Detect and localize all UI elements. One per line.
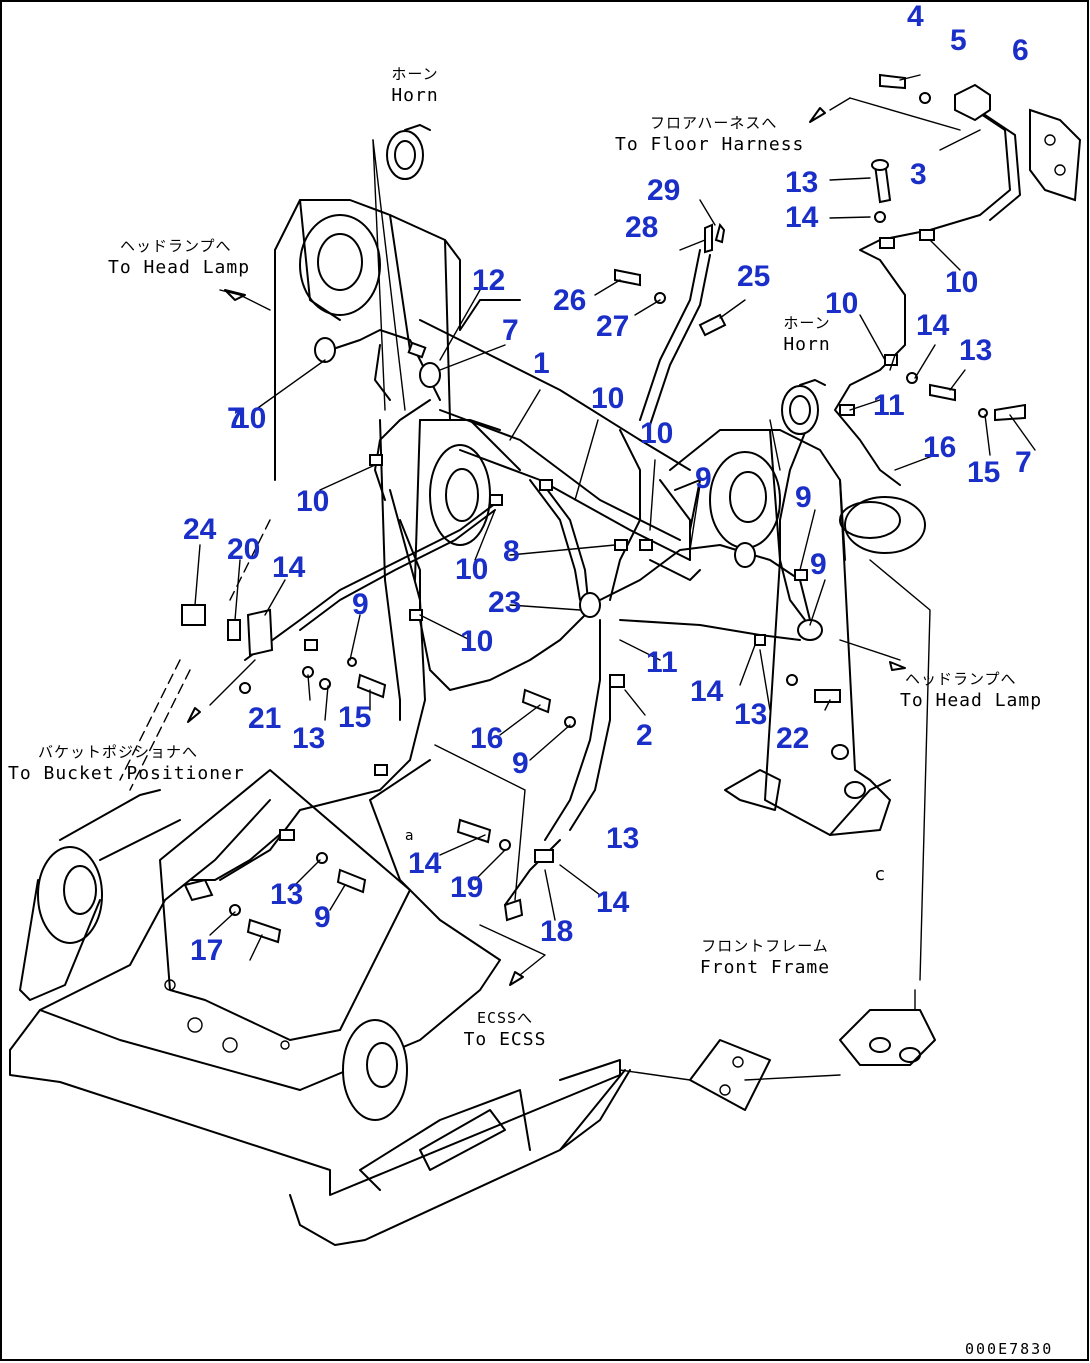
part-number-label: 10 <box>825 287 859 320</box>
part-number-label: 14 <box>272 551 306 584</box>
part-number-label: 15 <box>967 456 1001 489</box>
part-number-label: 14 <box>690 675 724 708</box>
part-number-label: 16 <box>470 722 504 755</box>
part-number-label: 25 <box>737 260 771 293</box>
horn-right-jp: ホーン <box>783 314 831 332</box>
part-number-label: 9 <box>795 481 812 514</box>
svg-text:a: a <box>405 828 414 844</box>
ecss-en: To ECSS <box>463 1029 547 1050</box>
dashed-lines <box>119 519 271 791</box>
floor-harness-en: To Floor Harness <box>615 134 805 155</box>
part-number-label: 13 <box>292 722 326 755</box>
part-number-label: 18 <box>540 915 574 948</box>
horn-left-jp: ホーン <box>391 65 439 83</box>
floor-harness-jp: フロアハーネスへ <box>650 114 778 132</box>
part-number-label: 16 <box>923 431 957 464</box>
clamps <box>181 73 1082 944</box>
part-number-label: 24 <box>183 513 217 546</box>
part-number-label: 20 <box>227 533 261 566</box>
part-number-label: 10 <box>460 625 494 658</box>
part-number-label: 22 <box>776 722 810 755</box>
horn-right-en: Horn <box>783 334 831 355</box>
part-number-label: 7 <box>502 314 519 347</box>
part-number-label: 14 <box>916 309 950 342</box>
part-number-label: 5 <box>950 24 967 57</box>
part-number-label: 9 <box>512 747 529 780</box>
part-number-label: 23 <box>488 586 522 619</box>
part-number-label: 9 <box>352 588 369 621</box>
horn-left-en: Horn <box>391 85 439 106</box>
part-number-label: 10 <box>591 382 625 415</box>
svg-text:c: c <box>875 864 885 885</box>
part-number-label: 10 <box>945 266 979 299</box>
direction-arrows <box>187 107 906 986</box>
part-number-label: 10 <box>455 553 489 586</box>
part-number-label: 14 <box>785 201 819 234</box>
leader-lines <box>194 74 1036 976</box>
front-frame <box>9 559 936 1246</box>
part-number-label: 10 <box>296 485 330 518</box>
part-number-label: 15 <box>338 701 372 734</box>
bucket-positioner-jp: バケットポジショナへ <box>38 743 199 761</box>
part-number-label: 10 <box>233 402 267 435</box>
part-number-label: 12 <box>472 264 506 297</box>
front-frame-en: Front Frame <box>699 957 831 978</box>
part-number-label: 3 <box>910 158 927 191</box>
head-lamp-left-en: To Head Lamp <box>108 257 251 278</box>
right-tower <box>649 429 926 836</box>
part-number-label: 7 <box>227 402 244 435</box>
front-frame-jp: フロントフレーム <box>701 937 829 955</box>
part-number-label: 7 <box>1015 446 1032 479</box>
part-number-label: 26 <box>553 284 587 317</box>
part-number-label: 21 <box>248 702 282 735</box>
part-number-label: 28 <box>625 211 659 244</box>
part-number-label: 14 <box>596 886 630 919</box>
part-number-label: 14 <box>408 847 442 880</box>
part-number-label: 27 <box>596 310 630 343</box>
part-number-label: 11 <box>646 646 678 679</box>
part-number-label: 9 <box>695 462 712 495</box>
part-number-label: 9 <box>810 548 827 581</box>
part-number-label: 13 <box>785 166 819 199</box>
part-number-label: 6 <box>1012 34 1029 67</box>
part-number-label: 19 <box>450 871 484 904</box>
ecss-jp: ECSSへ <box>476 1009 534 1027</box>
part-number-label: 4 <box>907 0 924 33</box>
part-number-label: 8 <box>503 535 520 568</box>
bucket-positioner-en: To Bucket Positioner <box>8 763 245 784</box>
part-number-label: 17 <box>190 934 224 967</box>
part-number-label: 13 <box>606 822 640 855</box>
part-number-label: 10 <box>640 417 674 450</box>
left-tower <box>274 199 501 721</box>
part-number-label: 2 <box>636 719 653 752</box>
head-lamp-right-jp: ヘッドランプへ <box>905 670 1017 688</box>
part-number-label: 29 <box>647 174 681 207</box>
head-lamp-right-en: To Head Lamp <box>900 690 1043 711</box>
part-number-label: 13 <box>270 878 304 911</box>
part-number-label: 9 <box>314 901 331 934</box>
drawing-code: 000E7830 <box>965 1340 1054 1358</box>
head-lamp-left-jp: ヘッドランプへ <box>120 237 232 255</box>
part-number-label: 1 <box>533 347 550 380</box>
part-number-label: 13 <box>734 698 768 731</box>
part-number-label: 13 <box>959 334 993 367</box>
part-number-label: 11 <box>873 389 905 422</box>
